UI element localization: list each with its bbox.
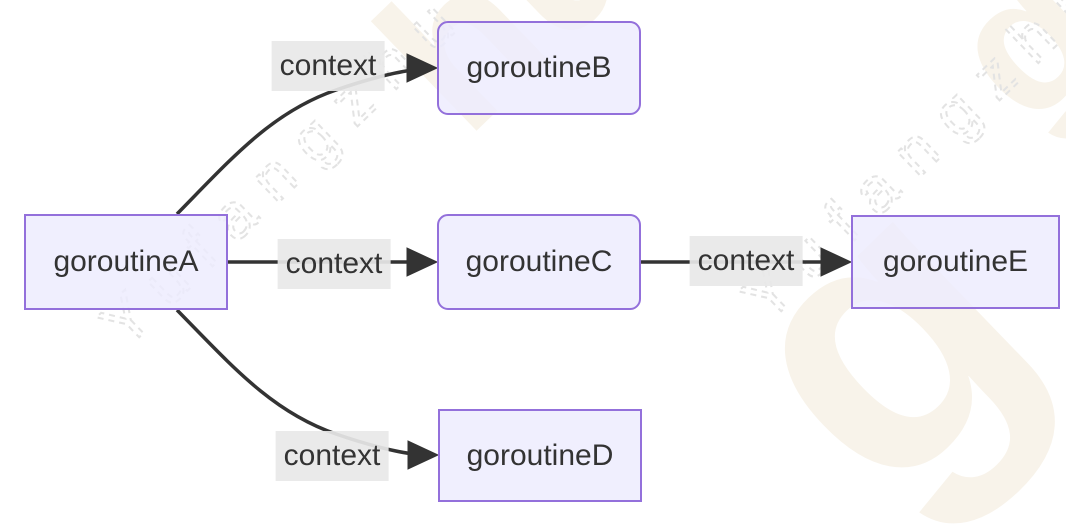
arrowhead-goroutineD [407, 440, 440, 470]
node-goroutineD: goroutineD [438, 409, 642, 502]
node-goroutineE: goroutineE [851, 215, 1060, 309]
node-goroutineB: goroutineB [437, 21, 641, 115]
node-goroutineA: goroutineA [24, 214, 228, 310]
node-label-goroutineC: goroutineC [465, 245, 613, 278]
node-label-goroutineA: goroutineA [53, 245, 199, 278]
edge-label-context-A-D: context [275, 431, 389, 481]
node-label-goroutineB: goroutineB [466, 51, 612, 84]
node-goroutineC: goroutineC [437, 214, 641, 310]
node-label-goroutineD: goroutineD [466, 438, 614, 472]
edge-label-context-A-B: context [271, 41, 385, 91]
arrowhead-goroutineE [820, 247, 853, 277]
arrowhead-goroutineC [406, 247, 439, 277]
edge-label-context-C-E: context [689, 236, 803, 286]
node-label-goroutineE: goroutineE [882, 245, 1029, 278]
edge-goroutineA-goroutineB [175, 68, 415, 216]
edge-label-context-A-C: context [277, 239, 391, 289]
arrowhead-goroutineB [406, 53, 439, 83]
